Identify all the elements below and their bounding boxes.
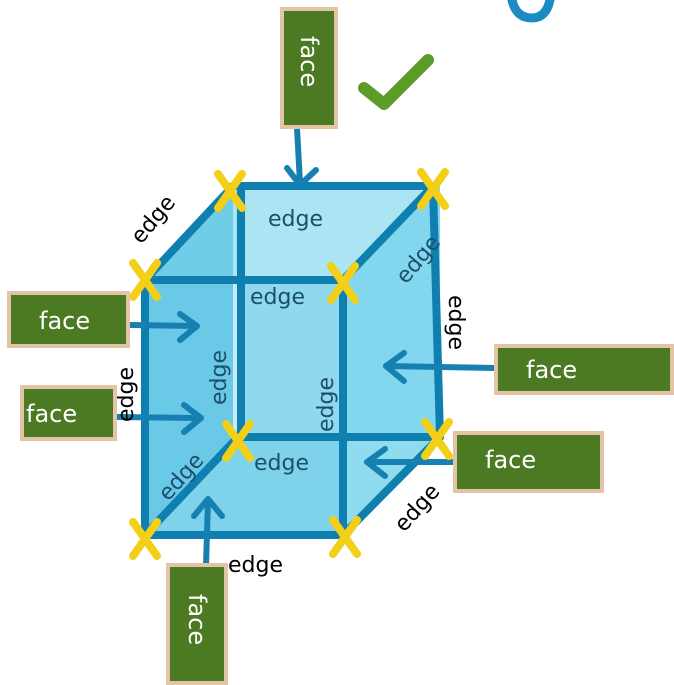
face-label-box: face xyxy=(453,431,604,493)
back-face xyxy=(241,275,343,437)
left-face xyxy=(145,186,233,535)
face-label: face xyxy=(526,356,577,384)
face-label-box: face xyxy=(20,385,117,441)
cross-icon xyxy=(327,262,359,304)
face-label: face xyxy=(39,307,90,335)
edge-label: edge xyxy=(390,479,445,537)
arrow-icon xyxy=(114,402,204,435)
face-label-box: face xyxy=(494,344,674,395)
cross-icon xyxy=(214,170,246,212)
face-labels: face face face face face face xyxy=(7,7,674,685)
cross-icon xyxy=(222,420,254,462)
cross-icon xyxy=(329,516,361,558)
face-label: face xyxy=(295,36,323,87)
edge-label: edge xyxy=(314,377,339,432)
check-mark-icon xyxy=(358,54,434,110)
cross-icon xyxy=(421,418,453,460)
face-label-box: face xyxy=(166,563,228,685)
face-label-box: face xyxy=(7,291,130,348)
edge-label: edge xyxy=(228,553,283,578)
face-label: face xyxy=(26,400,77,428)
arrow-icon xyxy=(383,350,498,384)
vertex-marks xyxy=(129,168,453,560)
face-label-box: face xyxy=(280,7,338,129)
edge-line xyxy=(429,182,444,441)
cross-icon xyxy=(417,168,449,210)
face-label: face xyxy=(183,594,211,645)
arrow-icon xyxy=(127,311,200,343)
arrow-icon xyxy=(191,496,225,569)
edge-label: edge xyxy=(250,285,305,310)
edge-label: edge xyxy=(268,207,323,232)
cross-icon xyxy=(129,518,161,560)
partial-letter-icon xyxy=(507,0,555,23)
edge-label: edge xyxy=(254,451,309,476)
arrow-icon xyxy=(364,446,458,479)
cross-icon xyxy=(129,259,161,301)
face-label: face xyxy=(485,446,536,474)
edge-label: edge xyxy=(126,191,181,249)
edge-label: edge xyxy=(443,295,468,350)
edge-label: edge xyxy=(207,350,232,405)
arrows xyxy=(114,125,498,569)
edge-label: edge xyxy=(114,367,139,422)
edge-line xyxy=(141,433,242,539)
arrow-icon xyxy=(284,125,319,188)
